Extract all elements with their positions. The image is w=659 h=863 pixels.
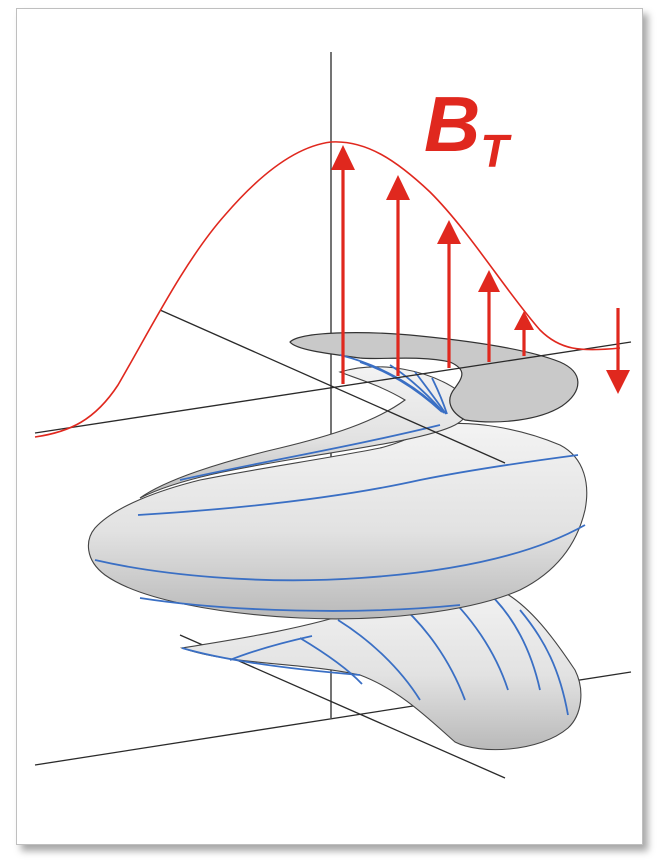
middle-coil-surface [88, 424, 586, 619]
bt-label-main: B [424, 80, 480, 168]
bt-arrow-down [606, 308, 630, 394]
bt-label-subscript: T [480, 125, 512, 177]
bt-label: BT [424, 80, 512, 177]
bt-arrow-5 [514, 311, 534, 356]
middle-coil [88, 424, 586, 619]
